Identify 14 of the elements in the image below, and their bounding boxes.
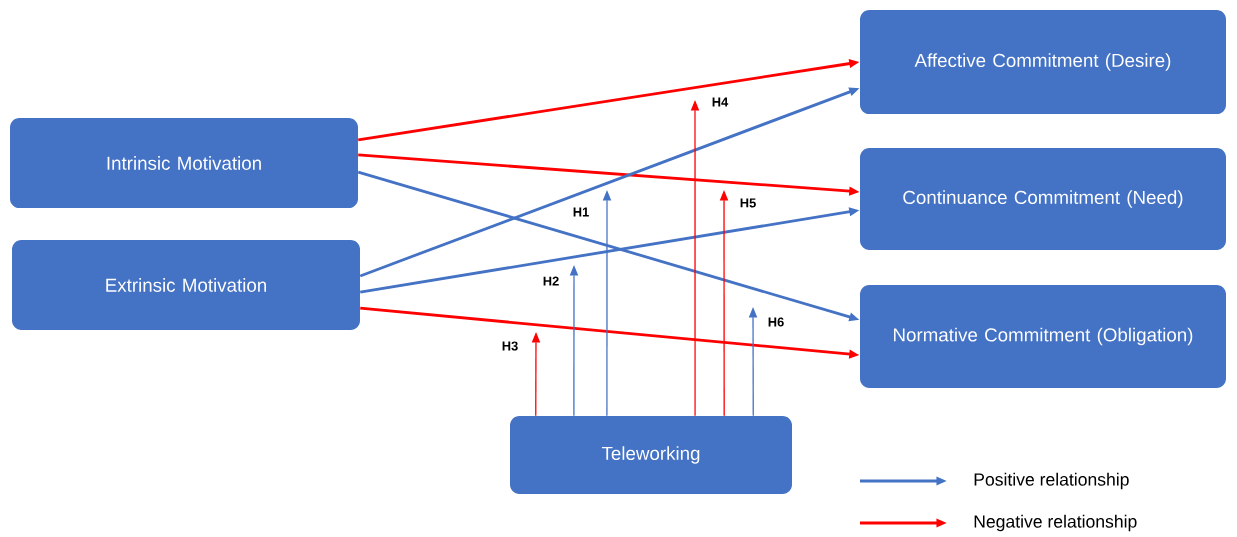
edge-label: H5	[740, 198, 756, 208]
edge-label: H4	[712, 97, 729, 107]
concept-box: Intrinsic Motivation	[10, 118, 358, 208]
concept-box: Teleworking	[510, 416, 792, 494]
concept-box: Normative Commitment (Obligation)	[860, 285, 1226, 388]
edge-label: H1	[573, 207, 589, 217]
concept-box: Continuance Commitment (Need)	[860, 148, 1226, 250]
concept-box: Affective Commitment (Desire)	[860, 10, 1226, 114]
legend-text: Negative relationship	[974, 514, 1137, 532]
edge-label: H6	[768, 317, 784, 327]
edge-label: H2	[543, 276, 559, 286]
legend-text: Positive relationship	[974, 472, 1129, 490]
concept-box: Extrinsic Motivation	[12, 240, 360, 330]
edge-label: H3	[502, 341, 518, 351]
